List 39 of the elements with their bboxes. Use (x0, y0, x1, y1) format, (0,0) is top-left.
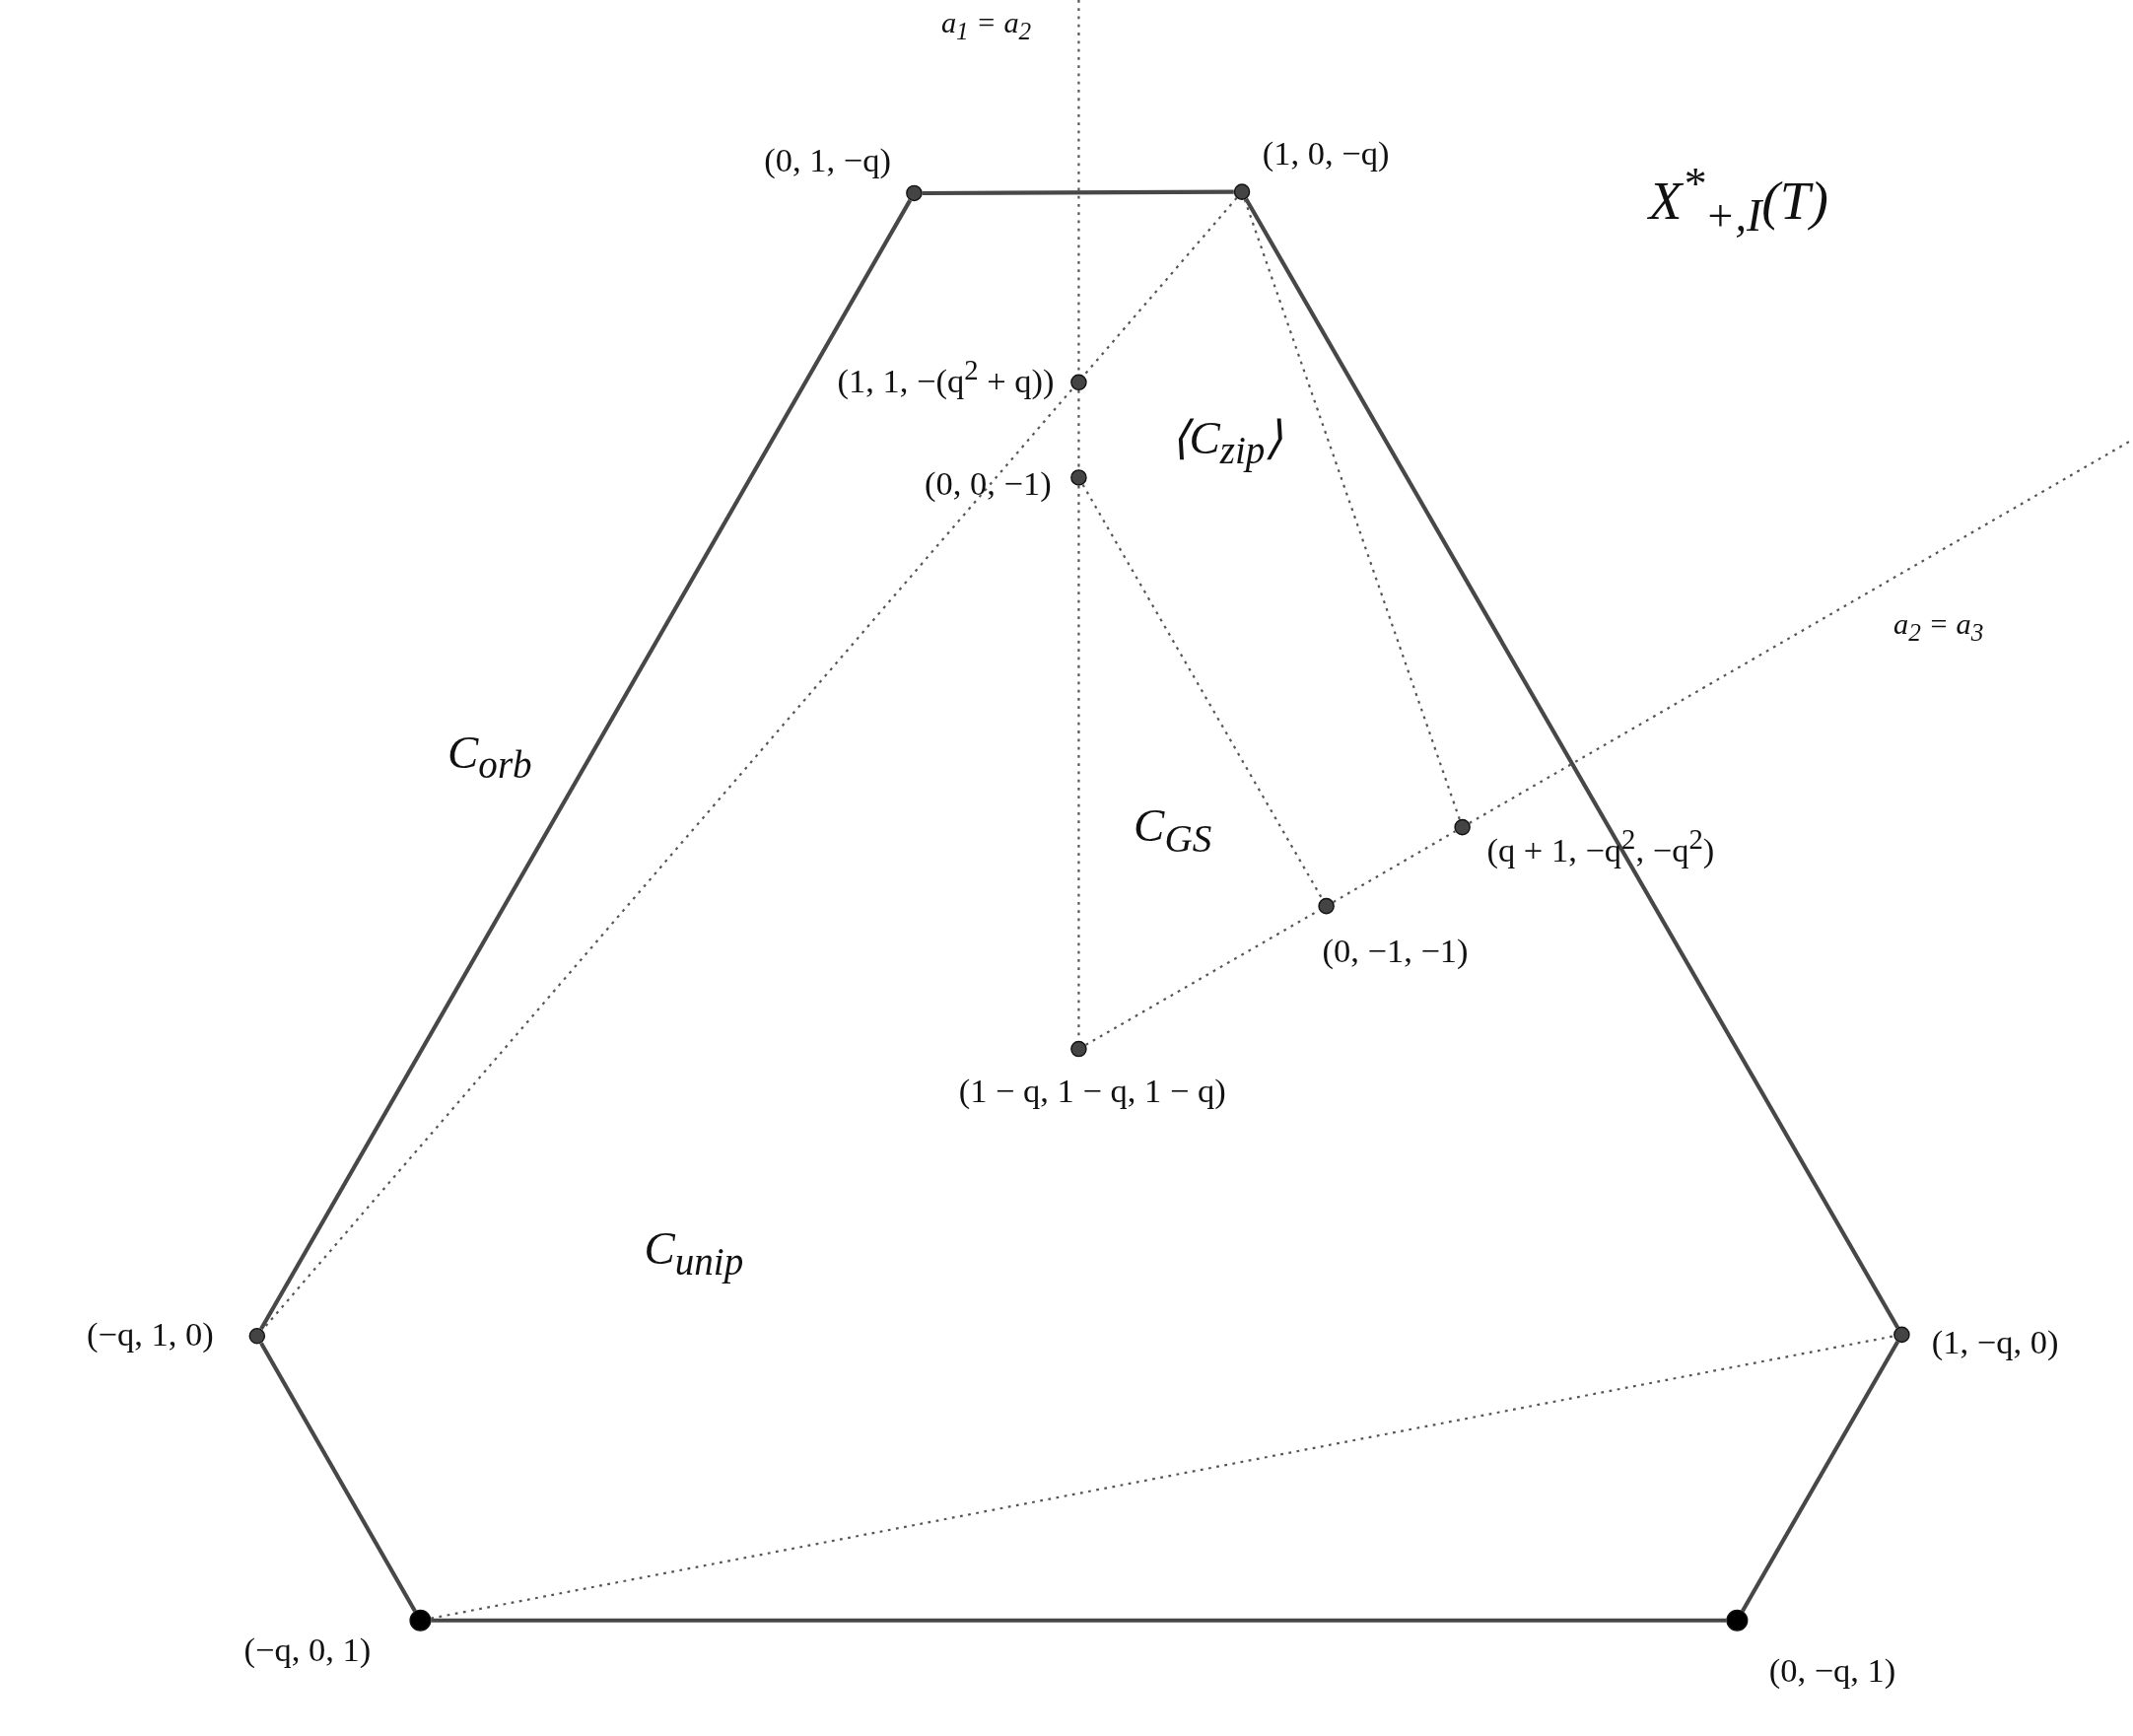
line-segment (259, 199, 913, 1331)
coordinate-label: (q + 1, −q$^{2}$, −q$^{2}$) (1486, 821, 1715, 870)
coordinate-label: (0, 0, −1) (925, 465, 1052, 504)
dotted-line (1243, 199, 1461, 820)
point-marker (248, 1328, 266, 1345)
point-marker (906, 184, 923, 202)
coordinate-label: (−q, 1, 0) (87, 1315, 214, 1354)
line-label: a$_{1}$ = a$_{2}$ (940, 4, 1032, 47)
point-marker (1070, 1040, 1087, 1058)
point-marker (409, 1609, 432, 1632)
coordinate-label: (−q, 0, 1) (243, 1631, 372, 1670)
point-marker (1318, 897, 1335, 915)
line-segment (922, 189, 1234, 196)
point-marker (1233, 183, 1251, 200)
space-label: X$^{*}$$_{+,I}$(T) (1648, 157, 1828, 243)
point-marker (1070, 469, 1087, 486)
point-marker (1070, 374, 1087, 391)
coordinate-label: (0, −1, −1) (1322, 932, 1469, 970)
point-marker (1726, 1609, 1749, 1632)
dotted-line (1081, 484, 1324, 900)
region-label: ⟨C$_{zip}$⟩ (1171, 411, 1283, 474)
coordinate-label: (0, −q, 1) (1768, 1651, 1896, 1691)
region-label: C$_{unip}$ (644, 1221, 744, 1285)
dotted-line (431, 1335, 1894, 1620)
coordinate-label: (1, 1, −(q$^{2}$ + q)) (837, 352, 1055, 400)
coordinate-label: (1 − q, 1 − q, 1 − q) (958, 1072, 1226, 1111)
coordinate-label: (1, 0, −q) (1262, 134, 1390, 174)
point-marker (1454, 818, 1471, 836)
line-segment (259, 1342, 417, 1613)
point-marker (1893, 1326, 1910, 1344)
coordinate-label: (1, −q, 0) (1931, 1323, 2059, 1362)
dotted-line (1333, 830, 1456, 903)
line-segment (1244, 197, 1900, 1329)
coordinate-label: (0, 1, −q) (764, 141, 891, 180)
line-label: a$_{2}$ = a$_{3}$ (1892, 605, 1984, 649)
line-segment (1741, 1341, 1900, 1613)
region-label: C$_{GS}$ (1134, 799, 1212, 863)
line-segment (431, 1618, 1727, 1623)
region-label: C$_{orb}$ (447, 726, 532, 789)
